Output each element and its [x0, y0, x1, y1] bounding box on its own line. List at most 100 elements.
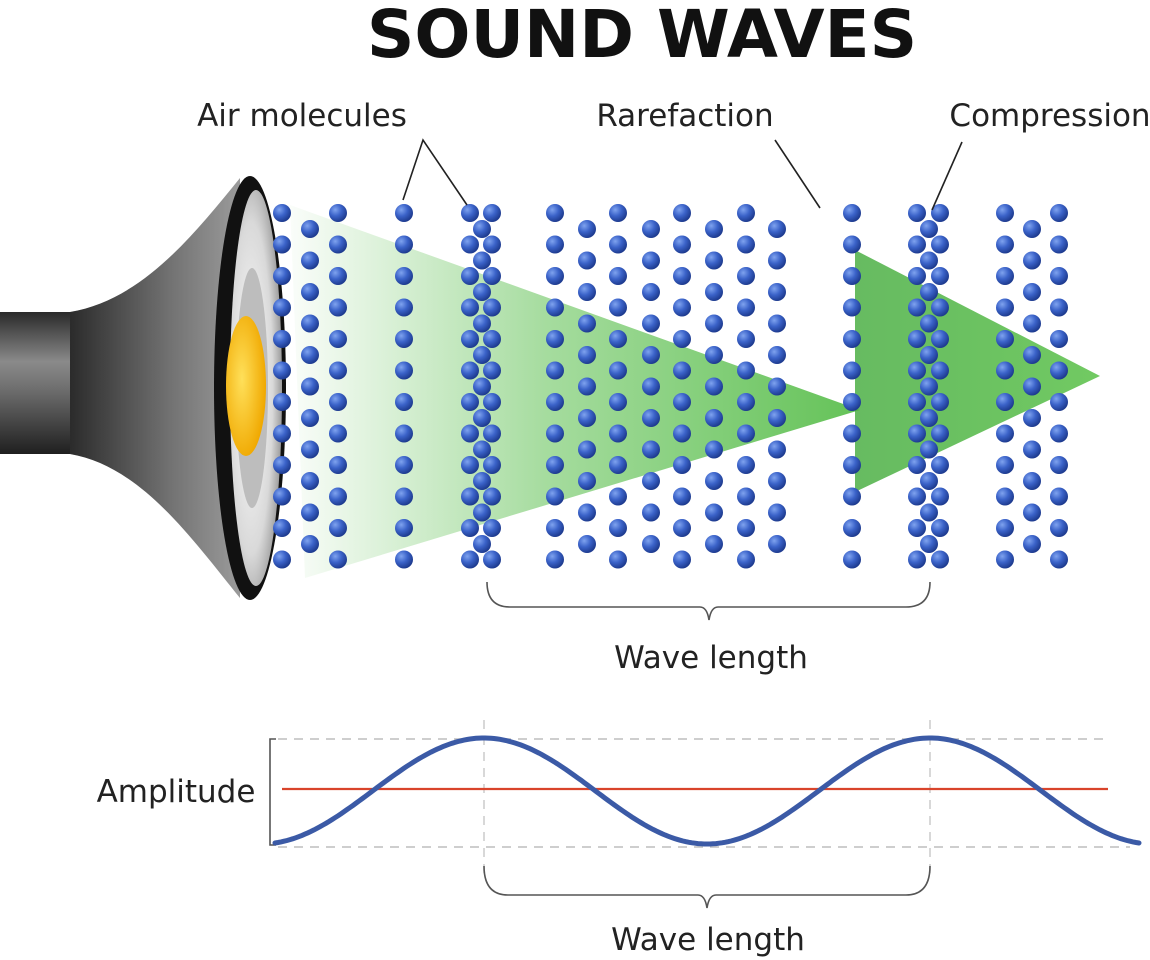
- air-molecule: [483, 424, 501, 443]
- air-molecule: [843, 456, 861, 474]
- air-molecule: [1050, 361, 1068, 380]
- air-molecule: [737, 550, 755, 569]
- air-molecule: [931, 424, 949, 443]
- air-molecule: [578, 283, 596, 301]
- air-molecule: [546, 361, 564, 380]
- air-molecule: [301, 503, 319, 522]
- air-molecule: [461, 456, 479, 474]
- air-molecule: [920, 503, 938, 522]
- air-molecule: [609, 519, 627, 537]
- air-molecule: [642, 440, 660, 459]
- air-molecule: [578, 535, 596, 553]
- air-molecule: [273, 361, 291, 380]
- air-molecule: [768, 440, 786, 459]
- air-molecule: [609, 235, 627, 254]
- air-molecule: [931, 267, 949, 285]
- air-molecule: [931, 361, 949, 380]
- air-molecule: [273, 298, 291, 317]
- air-molecule: [768, 409, 786, 427]
- air-molecule: [768, 377, 786, 396]
- air-molecule: [996, 298, 1014, 317]
- air-molecule: [673, 550, 691, 569]
- label-compression: Compression: [949, 98, 1150, 134]
- air-molecule: [908, 393, 926, 411]
- air-molecule: [931, 550, 949, 569]
- air-molecule: [843, 330, 861, 348]
- air-molecule: [273, 487, 291, 506]
- air-molecule: [996, 550, 1014, 569]
- air-molecule: [609, 361, 627, 380]
- air-molecule: [578, 472, 596, 490]
- air-molecule: [301, 472, 319, 490]
- air-molecule: [329, 235, 347, 254]
- air-molecule: [931, 298, 949, 317]
- air-molecule: [642, 283, 660, 301]
- air-molecule: [461, 393, 479, 411]
- air-molecule: [273, 424, 291, 443]
- air-molecules: [273, 204, 1068, 569]
- air-molecule: [483, 361, 501, 380]
- air-molecule: [301, 409, 319, 427]
- air-molecule: [301, 220, 319, 238]
- air-molecule: [609, 550, 627, 569]
- air-molecule: [908, 330, 926, 348]
- air-molecule: [1050, 456, 1068, 474]
- label-wave-length-top: Wave length: [614, 640, 808, 676]
- air-molecule: [273, 456, 291, 474]
- air-molecule: [473, 503, 491, 522]
- air-molecule: [843, 267, 861, 285]
- air-molecule: [546, 424, 564, 443]
- amplitude-graph: [269, 720, 1142, 880]
- air-molecule: [461, 267, 479, 285]
- air-molecule: [908, 487, 926, 506]
- air-molecule: [1023, 535, 1041, 553]
- air-molecule: [1023, 283, 1041, 301]
- air-molecule: [705, 377, 723, 396]
- air-molecule: [673, 393, 691, 411]
- air-molecule: [843, 550, 861, 569]
- air-molecule: [273, 330, 291, 348]
- air-molecule: [546, 235, 564, 254]
- air-molecule: [931, 456, 949, 474]
- sound-beam-near: [290, 205, 860, 578]
- air-molecule: [329, 361, 347, 380]
- air-molecule: [1050, 235, 1068, 254]
- air-molecule: [329, 298, 347, 317]
- air-molecule: [301, 535, 319, 553]
- air-molecule: [273, 519, 291, 537]
- air-molecule: [461, 204, 479, 222]
- air-molecule: [395, 424, 413, 443]
- air-molecule: [395, 267, 413, 285]
- air-molecule: [329, 519, 347, 537]
- air-molecule: [920, 346, 938, 364]
- wave-length-brace-bottom: [483, 865, 931, 909]
- air-molecule: [461, 235, 479, 254]
- air-molecule: [843, 393, 861, 411]
- air-molecule: [642, 314, 660, 333]
- air-molecule: [1023, 440, 1041, 459]
- air-molecule: [705, 503, 723, 522]
- air-molecule: [329, 456, 347, 474]
- air-molecule: [996, 487, 1014, 506]
- air-molecule: [920, 220, 938, 238]
- air-molecule: [1023, 409, 1041, 427]
- air-molecule: [737, 361, 755, 380]
- air-molecule: [673, 424, 691, 443]
- air-molecule: [329, 393, 347, 411]
- air-molecule: [673, 361, 691, 380]
- air-molecule: [1050, 487, 1068, 506]
- air-molecule: [1023, 251, 1041, 270]
- air-molecule: [737, 424, 755, 443]
- air-molecule: [768, 251, 786, 270]
- air-molecule: [642, 503, 660, 522]
- air-molecule: [768, 346, 786, 364]
- air-molecule: [768, 283, 786, 301]
- air-molecule: [461, 424, 479, 443]
- air-molecule: [642, 409, 660, 427]
- air-molecule: [609, 424, 627, 443]
- air-molecule: [843, 235, 861, 254]
- air-molecule: [395, 519, 413, 537]
- air-molecule: [768, 220, 786, 238]
- air-molecule: [301, 251, 319, 270]
- air-molecule: [908, 550, 926, 569]
